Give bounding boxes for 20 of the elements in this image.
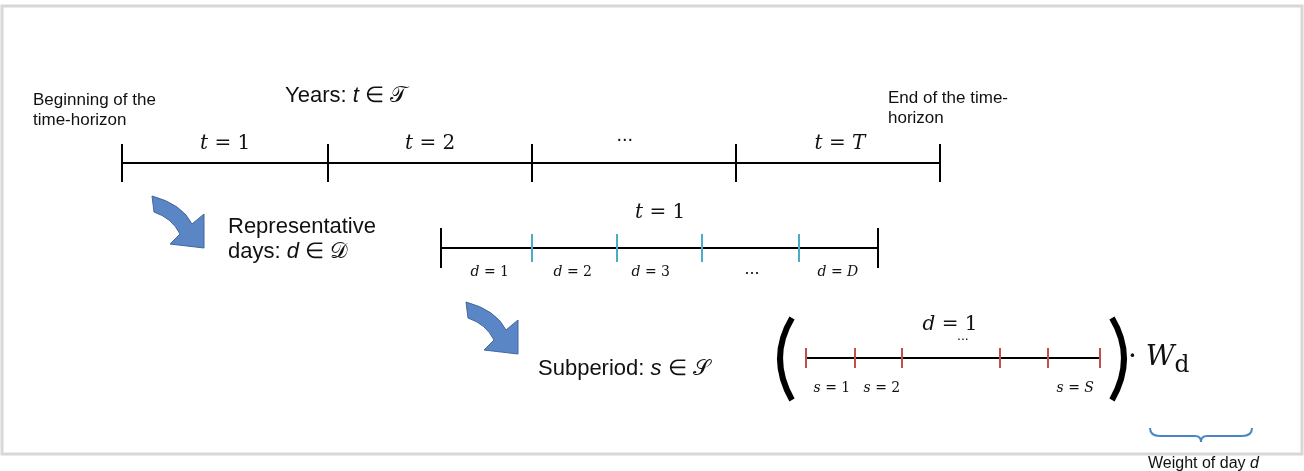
weight-factor: · W$_{d}$ (1128, 340, 1190, 378)
interval-label: s = 1 (813, 379, 851, 396)
interval-label: t = 1 (200, 131, 251, 154)
heading-text: Representative days: d ∈ 𝒟 (228, 213, 377, 264)
ellipsis-text: ... (744, 258, 760, 279)
weight-label: Weight of day d (1148, 454, 1259, 471)
start-label: Beginning of the time-horizon (33, 90, 157, 130)
heading-text: Years: t ∈ 𝒯 (285, 82, 408, 108)
interval-label: d = 3 (631, 263, 670, 280)
heading-text: Subperiod: s ∈ 𝒮 (538, 355, 710, 381)
interval-label: d = 2 (553, 263, 592, 280)
interval-label: s = S (1056, 379, 1094, 396)
interval-label: d = 1 (470, 263, 509, 280)
interval-label: d = D (817, 263, 859, 280)
interval-label: s = 2 (863, 379, 901, 396)
interval-label: t = 2 (405, 131, 456, 154)
ellipsis-text: ... (616, 123, 634, 146)
interval-label: t = T (814, 131, 866, 154)
timeline-title: t = 1 (635, 200, 686, 223)
end-label: End of the time-horizon (888, 88, 1009, 128)
